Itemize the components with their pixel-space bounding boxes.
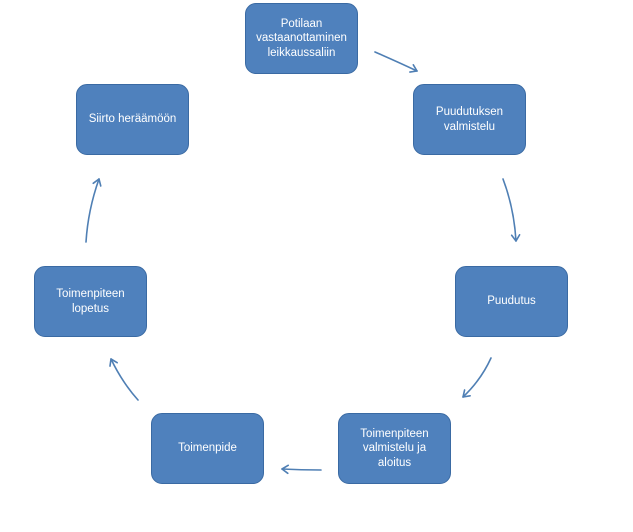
step-node-6: Toimenpiteen lopetus [34, 266, 147, 337]
step-node-1: Potilaan vastaanottaminen leikkaussaliin [245, 3, 358, 74]
step-label-1: Potilaan vastaanottaminen leikkaussaliin [256, 17, 347, 59]
step-label-4: Toimenpiteen valmistelu ja aloitus [360, 427, 429, 469]
step-node-5: Toimenpide [151, 413, 264, 484]
arrow-1-to-2 [374, 51, 418, 73]
step-label-6: Toimenpiteen lopetus [56, 288, 125, 315]
step-node-3: Puudutus [455, 266, 568, 337]
step-node-7: Siirto heräämöön [76, 84, 189, 155]
step-label-7: Siirto heräämöön [88, 113, 177, 126]
arrow-4-to-5 [281, 464, 322, 475]
arrow-5-to-6 [109, 358, 139, 401]
arrow-6-to-7 [85, 178, 102, 243]
step-node-4: Toimenpiteen valmistelu ja aloitus [338, 413, 451, 484]
arrow-2-to-3 [502, 178, 521, 242]
step-node-2: Puudutuksen valmistelu [413, 84, 526, 155]
step-label-5: Toimenpide [178, 442, 237, 455]
arrow-3-to-4 [462, 357, 492, 398]
step-label-3: Puudutus [487, 295, 536, 308]
step-label-2: Puudutuksen valmistelu [435, 106, 504, 133]
